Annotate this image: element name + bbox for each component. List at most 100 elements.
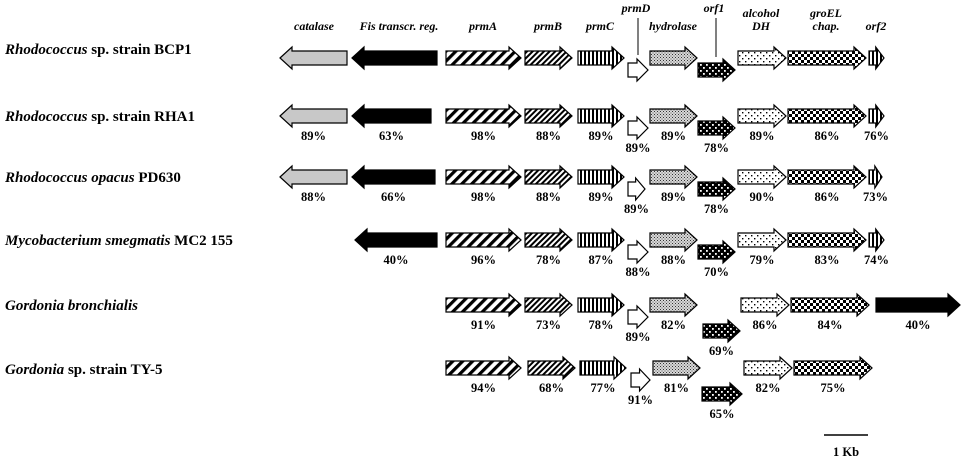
gene-arrow-hydrolase	[649, 227, 698, 253]
identity-percent-groel: 86%	[815, 190, 840, 204]
identity-percent-prmB: 68%	[539, 381, 564, 395]
identity-percent-hydrolase: 82%	[661, 318, 686, 332]
gene-arrow-orf2	[868, 45, 885, 71]
gene-arrow-fis	[875, 292, 961, 318]
identity-percent-hydrolase: 88%	[661, 253, 686, 267]
identity-percent-groel: 75%	[821, 381, 846, 395]
gene-arrow-alcohol	[737, 103, 787, 129]
gene-arrow-prmC	[577, 292, 625, 318]
organism-row: Mycobacterium smegmatis MC2 15540%96%78%…	[4, 227, 889, 279]
gene-arrow-groel	[787, 164, 867, 190]
gene-arrow-prmA	[445, 103, 522, 129]
identity-percent-prmD: 88%	[626, 265, 651, 279]
identity-percent-catalase: 88%	[301, 190, 326, 204]
identity-percent-hydrolase: 89%	[661, 190, 686, 204]
gene-arrow-hydrolase	[649, 45, 698, 71]
identity-percent-prmC: 77%	[591, 381, 616, 395]
gene-arrow-orf2	[868, 227, 885, 253]
gene-arrow-fis	[354, 227, 438, 253]
identity-percent-prmC: 89%	[589, 129, 614, 143]
gene-arrow-alcohol	[737, 227, 787, 253]
gene-arrow-hydrolase	[649, 164, 698, 190]
identity-percent-prmC: 87%	[589, 253, 614, 267]
identity-percent-prmA: 96%	[471, 253, 496, 267]
gene-arrow-catalase	[279, 164, 348, 190]
gene-arrow-groel	[793, 355, 873, 381]
gene-arrow-hydrolase	[652, 355, 701, 381]
identity-percent-prmC: 78%	[589, 318, 614, 332]
gene-arrow-prmB	[524, 45, 573, 71]
gene-arrow-alcohol	[743, 355, 793, 381]
organism-name: Rhodococcus sp. strain RHA1	[4, 109, 195, 125]
identity-percent-prmB: 88%	[536, 190, 561, 204]
gene-arrow-fis	[351, 103, 432, 129]
identity-percent-hydrolase: 81%	[664, 381, 689, 395]
organism-row: Rhodococcus opacus PD63088%66%98%88%89%8…	[4, 163, 888, 216]
gene-arrow-fis	[351, 164, 436, 190]
gene-arrow-prmB	[524, 292, 573, 318]
gene-label-catalase: catalase	[294, 19, 335, 33]
identity-percent-fis: 40%	[906, 318, 931, 332]
gene-arrow-prmA	[445, 164, 522, 190]
identity-percent-hydrolase: 89%	[661, 129, 686, 143]
gene-arrow-prmA	[445, 292, 522, 318]
organism-name: Gordonia sp. strain TY-5	[5, 362, 163, 378]
gene-arrow-prmB	[524, 103, 573, 129]
identity-percent-orf1: 65%	[710, 407, 735, 421]
identity-percent-alcohol: 90%	[750, 190, 775, 204]
identity-percent-catalase: 89%	[301, 129, 326, 143]
gene-arrow-prmC	[577, 45, 625, 71]
gene-arrow-prmD	[627, 57, 649, 83]
gene-arrow-prmC	[579, 355, 627, 381]
identity-percent-prmD: 91%	[628, 393, 653, 407]
gene-arrow-catalase	[279, 45, 348, 71]
gene-arrow-alcohol	[737, 45, 787, 71]
gene-arrow-orf1	[702, 318, 741, 344]
gene-arrow-orf1	[697, 176, 736, 202]
gene-arrow-prmB	[524, 227, 573, 253]
gene-label-prmA: prmA	[468, 19, 497, 33]
identity-percent-orf2: 73%	[863, 190, 888, 204]
gene-arrow-prmD	[627, 176, 646, 202]
organism-name: Rhodococcus sp. strain BCP1	[4, 42, 192, 58]
gene-label-hydrolase: hydrolase	[649, 19, 698, 33]
identity-percent-prmD: 89%	[626, 141, 651, 155]
scale-bar: 1 Kb	[824, 434, 868, 459]
gene-arrow-prmC	[577, 227, 625, 253]
organism-name: Rhodococcus opacus PD630	[4, 170, 181, 186]
gene-arrow-alcohol	[737, 164, 787, 190]
gene-arrow-prmD	[627, 304, 649, 330]
gene-arrow-orf2	[868, 103, 885, 129]
gene-arrow-catalase	[279, 103, 348, 129]
organism-row: Gordonia bronchialis91%73%78%89%82%69%86…	[5, 292, 961, 358]
scale-bar-label: 1 Kb	[833, 445, 859, 459]
identity-percent-prmA: 94%	[471, 381, 496, 395]
gene-label-prmB: prmB	[533, 19, 562, 33]
identity-percent-orf1: 70%	[704, 265, 729, 279]
gene-label-prmC: prmC	[585, 19, 615, 33]
gene-arrow-prmB	[527, 355, 576, 381]
identity-percent-prmD: 89%	[626, 330, 651, 344]
identity-percent-groel: 86%	[815, 129, 840, 143]
identity-percent-prmC: 89%	[589, 190, 614, 204]
gene-arrow-groel	[787, 103, 867, 129]
gene-label-prmD: prmD	[621, 1, 651, 15]
gene-arrow-orf1	[701, 381, 743, 407]
gene-arrow-fis	[351, 45, 438, 71]
gene-arrow-prmA	[445, 355, 522, 381]
gene-arrow-orf1	[697, 57, 736, 83]
identity-percent-prmB: 78%	[536, 253, 561, 267]
identity-percent-prmB: 88%	[536, 129, 561, 143]
gene-arrow-groel	[787, 227, 867, 253]
identity-percent-orf1: 78%	[704, 202, 729, 216]
identity-percent-prmA: 98%	[471, 129, 496, 143]
gene-arrow-hydrolase	[649, 103, 698, 129]
organism-row: Gordonia sp. strain TY-5 94% 68% 77% 91% 81% 6…	[5, 355, 873, 421]
identity-percent-orf2: 76%	[864, 129, 889, 143]
gene-arrow-groel	[787, 45, 867, 71]
